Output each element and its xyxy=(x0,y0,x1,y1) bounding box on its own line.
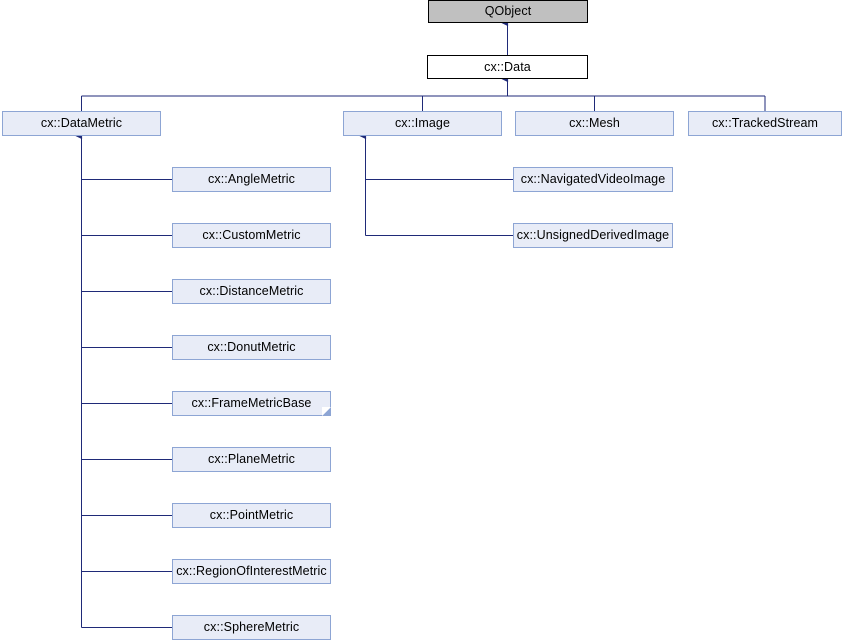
class-node-cx-datametric[interactable]: cx::DataMetric xyxy=(2,111,161,136)
class-label: cx::Data xyxy=(484,59,531,74)
class-node-cx-spheremetric[interactable]: cx::SphereMetric xyxy=(172,615,331,640)
class-label: cx::NavigatedVideoImage xyxy=(520,172,666,187)
class-node-cx-trackedstream[interactable]: cx::TrackedStream xyxy=(688,111,842,136)
class-label: cx::PlaneMetric xyxy=(208,452,295,467)
class-node-cx-navigatedvideoimage[interactable]: cx::NavigatedVideoImage xyxy=(513,167,673,192)
class-label: cx::DataMetric xyxy=(40,116,123,131)
class-label: cx::DonutMetric xyxy=(207,340,296,355)
class-label: QObject xyxy=(484,4,532,19)
class-label: cx::AngleMetric xyxy=(208,172,295,187)
class-node-cx-anglemetric[interactable]: cx::AngleMetric xyxy=(172,167,331,192)
class-node-cx-donutmetric[interactable]: cx::DonutMetric xyxy=(172,335,331,360)
class-node-cx-image[interactable]: cx::Image xyxy=(343,111,502,136)
class-node-cx-unsignedderivedimage[interactable]: cx::UnsignedDerivedImage xyxy=(513,223,673,248)
class-node-cx-custommetric[interactable]: cx::CustomMetric xyxy=(172,223,331,248)
class-node-cx-distancemetric[interactable]: cx::DistanceMetric xyxy=(172,279,331,304)
class-node-cx-planemetric[interactable]: cx::PlaneMetric xyxy=(172,447,331,472)
class-node-qobject[interactable]: QObject xyxy=(428,0,588,23)
class-label: cx::Mesh xyxy=(569,116,620,131)
class-node-cx-mesh[interactable]: cx::Mesh xyxy=(515,111,674,136)
class-label: cx::DistanceMetric xyxy=(199,284,304,299)
class-label: cx::PointMetric xyxy=(209,508,294,523)
class-node-cx-pointmetric[interactable]: cx::PointMetric xyxy=(172,503,331,528)
class-label: cx::FrameMetricBase xyxy=(191,396,312,411)
class-label: cx::UnsignedDerivedImage xyxy=(516,228,670,243)
class-node-cx-framemetricbase[interactable]: cx::FrameMetricBase xyxy=(172,391,331,416)
class-label: cx::TrackedStream xyxy=(711,116,819,131)
class-node-cx-regionofinterestmetric[interactable]: cx::RegionOfInterestMetric xyxy=(172,559,331,584)
class-label: cx::CustomMetric xyxy=(202,228,301,243)
class-label: cx::RegionOfInterestMetric xyxy=(176,564,327,579)
class-label: cx::SphereMetric xyxy=(203,620,300,635)
folded-corner-cut xyxy=(322,407,331,416)
class-label: cx::Image xyxy=(394,116,451,131)
class-node-cx-data[interactable]: cx::Data xyxy=(427,55,588,79)
